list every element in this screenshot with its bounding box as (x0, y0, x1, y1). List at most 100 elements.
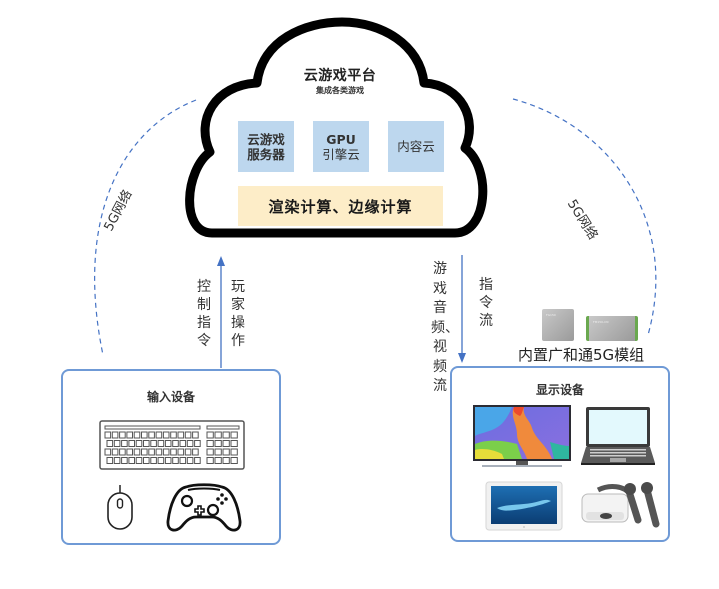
keypad-key (214, 440, 222, 447)
service-game-server: 云游戏服务器 (238, 121, 294, 172)
keyboard-key (143, 440, 150, 447)
keyboard-key (104, 431, 112, 439)
downlink-arrowhead (458, 353, 466, 363)
display-devices-title: 显示设备 (535, 383, 584, 397)
cloud-platform-title: 云游戏平台 (303, 68, 377, 84)
keypad-key (206, 440, 214, 447)
keyboard-key (148, 448, 155, 456)
keypad-key (222, 448, 230, 456)
left-5g-arc (94, 99, 197, 356)
service-line: 云游戏 (247, 131, 285, 147)
keyboard-key (164, 457, 172, 464)
keyboard-key (133, 448, 141, 456)
keyboard-key (135, 457, 143, 464)
command-stream-label: 指令流 (479, 277, 493, 329)
keyboard-key (177, 448, 185, 456)
keyboard-key (150, 457, 157, 464)
keyboard-key (155, 448, 163, 456)
cloud-platform-subtitle: 集成各类游戏 (316, 86, 364, 95)
keyboard-key (157, 457, 165, 464)
gamepad-icon (166, 483, 242, 532)
chip-model: FG150 (546, 313, 556, 317)
keyboard-key (184, 431, 192, 439)
keypad-key (222, 440, 230, 447)
keypad-key (222, 431, 230, 439)
keyboard-key (106, 440, 114, 447)
keyboard-key (186, 440, 194, 447)
keypad-key (206, 448, 214, 456)
keyboard-key (135, 440, 143, 447)
keypad-key (206, 431, 214, 439)
keyboard-key (194, 440, 201, 447)
keypad-key (214, 457, 222, 464)
service-content-cloud: 内容云 (388, 121, 444, 172)
keyboard-key (121, 457, 128, 464)
input-devices-title: 输入设备 (146, 390, 195, 404)
keyboard-key (126, 448, 133, 456)
control-command-label: 控制指令 (197, 279, 211, 349)
keyboard-key (155, 431, 163, 439)
chip-model: FM150-CN (593, 320, 609, 324)
keyboard-key (119, 448, 126, 456)
keyboard-key (128, 457, 135, 464)
keyboard-key (172, 457, 179, 464)
keyboard-key (162, 448, 170, 456)
keyboard-key (177, 431, 185, 439)
keyboard-key (113, 440, 121, 447)
keyboard-key (128, 440, 135, 447)
keyboard-key (113, 457, 121, 464)
display-devices-box: 显示设备 (450, 366, 670, 542)
keyboard-key (106, 457, 114, 464)
keyboard-key (172, 440, 179, 447)
game-av-stream-label: 游戏音频、视频流 (431, 261, 459, 394)
vr-headset-icon (581, 482, 660, 528)
keyboard-key (179, 457, 187, 464)
mouse-icon (107, 485, 133, 530)
service-line: GPU (326, 131, 356, 147)
keyboard-key (143, 457, 150, 464)
keypad-key (230, 457, 238, 464)
keyboard-key (192, 448, 199, 456)
input-devices-box: 输入设备 (61, 369, 281, 545)
keypad-key (214, 448, 222, 456)
keyboard-key (162, 431, 170, 439)
keyboard-key (157, 440, 165, 447)
keyboard-key (170, 448, 177, 456)
keyboard-key (179, 440, 187, 447)
module-chip-fm150: FM150-CN (586, 316, 638, 341)
player-operation-label: 玩家操作 (231, 279, 245, 349)
keyboard-key (141, 431, 148, 439)
service-line: 引擎云 (322, 146, 360, 162)
keyboard-key (184, 448, 192, 456)
keypad-key (230, 440, 238, 447)
tablet-icon (485, 481, 563, 531)
keyboard-key (150, 440, 157, 447)
laptop-icon (581, 407, 655, 465)
tv-icon (473, 405, 571, 467)
keyboard-key (164, 440, 172, 447)
keyboard-key (194, 457, 201, 464)
keyboard-key (141, 448, 148, 456)
keyboard-key (126, 431, 133, 439)
keypad-key (222, 457, 230, 464)
render-edge-compute: 渲染计算、边缘计算 (238, 186, 443, 226)
keypad-key (230, 431, 238, 439)
keyboard-key (133, 431, 141, 439)
keyboard-icon (99, 420, 245, 470)
keyboard-key (111, 431, 119, 439)
module-label: 内置广和通5G模组 (518, 346, 645, 364)
keyboard-key (104, 448, 112, 456)
keyboard-key (148, 431, 155, 439)
service-line: 内容云 (397, 139, 435, 154)
module-chip-fg150: FG150 (542, 309, 574, 341)
keypad-key (230, 448, 238, 456)
service-line: 服务器 (247, 146, 285, 162)
keyboard-key (121, 440, 128, 447)
keyboard-key (186, 457, 194, 464)
right-5g-arc (512, 98, 657, 336)
keypad-key (214, 431, 222, 439)
keyboard-key (111, 448, 119, 456)
uplink-arrowhead (217, 256, 225, 266)
keyboard-key (192, 431, 199, 439)
